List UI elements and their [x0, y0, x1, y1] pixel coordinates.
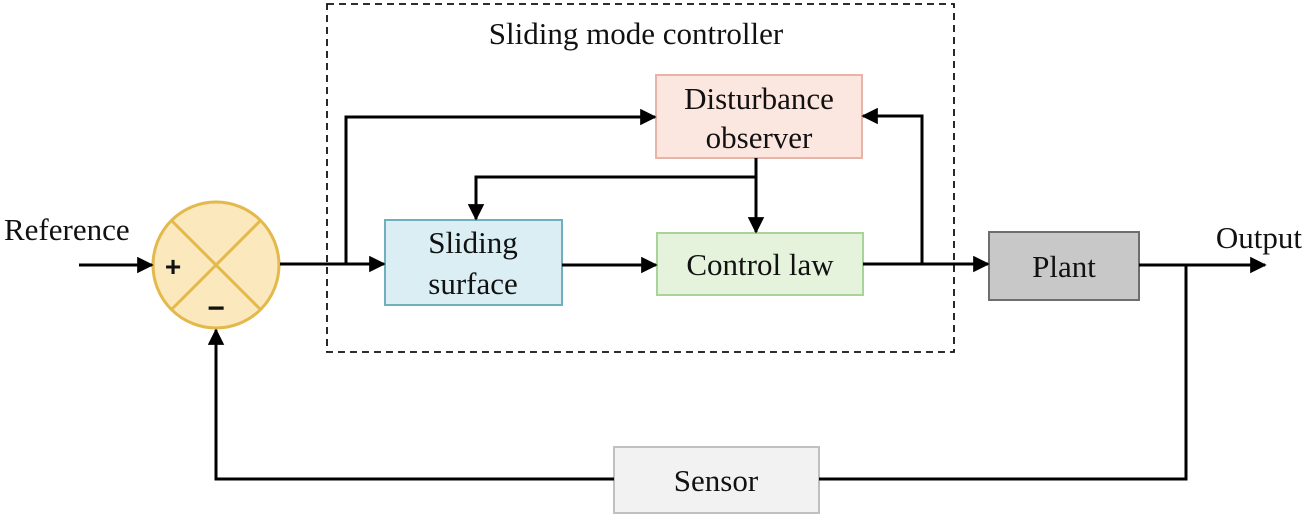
minus-sign: − [207, 292, 225, 325]
control-law-label: Control law [686, 247, 834, 282]
summing-junction-cross-b [169, 218, 263, 312]
output-to-sensor-wire [819, 265, 1188, 481]
plant-label: Plant [1032, 249, 1096, 284]
sliding-surface-label-line1: Sliding [428, 225, 518, 260]
sliding-surface-box [384, 219, 563, 306]
sensor-block: Sensor [613, 446, 820, 514]
plant-block: Plant [988, 231, 1140, 301]
error-to-observer-arrow [344, 108, 657, 264]
sliding-surface-block: Sliding surface [384, 219, 563, 306]
control-law-block: Control law [656, 232, 864, 296]
controller-boundary [326, 3, 955, 353]
plus-sign: + [165, 251, 181, 282]
disturbance-observer-label-line2: observer [706, 120, 813, 155]
sensor-label: Sensor [674, 463, 759, 498]
disturbance-observer-label-line1: Disturbance [684, 81, 834, 116]
summing-junction: + − [151, 200, 281, 330]
output-label: Output [1216, 220, 1303, 255]
observer-to-sliding-surface-arrow [467, 175, 756, 221]
control-signal-to-observer-arrow [861, 107, 924, 264]
disturbance-observer-block: Disturbance observer [655, 74, 863, 159]
sensor-to-junction-arrow [207, 328, 614, 481]
sliding-surface-label-line2: surface [428, 266, 518, 301]
reference-label: Reference [4, 212, 130, 247]
controller-title: Sliding mode controller [489, 16, 784, 51]
